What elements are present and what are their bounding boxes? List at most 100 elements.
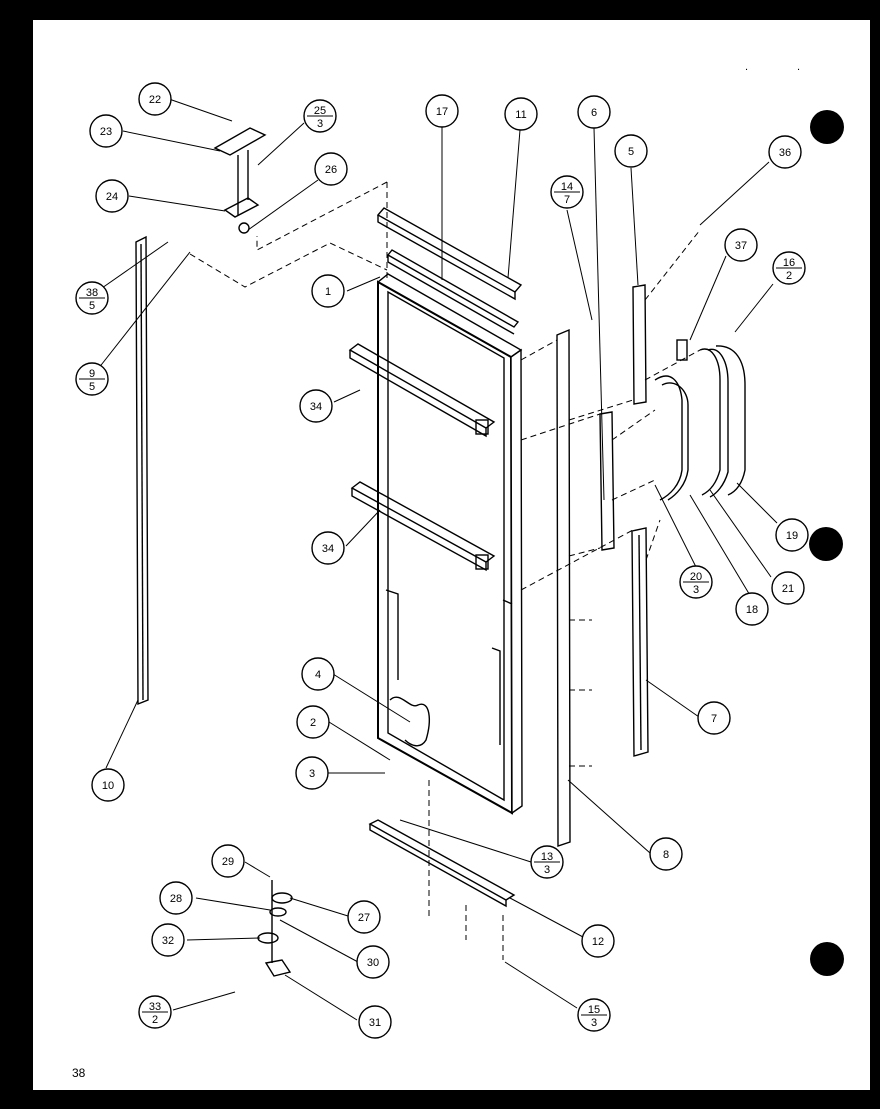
- callout-circle: [577, 95, 611, 129]
- callout-circle: [311, 531, 345, 565]
- callout-number: 23: [100, 126, 112, 138]
- page-number: 38: [72, 1066, 86, 1080]
- callout-8: 8: [649, 837, 683, 871]
- callout-number: 29: [222, 856, 234, 868]
- callout-5: 5: [614, 134, 648, 168]
- callout-denominator: 2: [786, 270, 792, 282]
- callout-denominator: 3: [693, 584, 699, 596]
- callout-33-2: 332: [138, 995, 172, 1029]
- callout-6: 6: [577, 95, 611, 129]
- callout-29: 29: [211, 844, 245, 878]
- callout-numerator: 14: [561, 181, 573, 193]
- callout-circle: [697, 701, 731, 735]
- callout-number: 21: [782, 583, 794, 595]
- callout-number: 28: [170, 893, 182, 905]
- callout-number: 31: [369, 1017, 381, 1029]
- callout-12: 12: [581, 924, 615, 958]
- callout-34: 34: [311, 531, 345, 565]
- callout-7: 7: [697, 701, 731, 735]
- top-hinge: [213, 127, 267, 234]
- registration-dot-bottom: [810, 942, 844, 976]
- callout-19: 19: [775, 518, 809, 552]
- gasket-strip: [135, 235, 149, 706]
- side-rails: [556, 284, 649, 847]
- callout-circle: [89, 114, 123, 148]
- callout-circle: [211, 844, 245, 878]
- callout-numerator: 38: [86, 287, 98, 299]
- stray-mark: .: [745, 61, 748, 73]
- leader-lines: [97, 98, 778, 1021]
- callout-17: 17: [425, 94, 459, 128]
- callout-number: 34: [322, 543, 334, 555]
- callout-14-7: 147: [550, 175, 584, 209]
- callout-numerator: 25: [314, 105, 326, 117]
- callout-20-3: 203: [679, 565, 713, 599]
- registration-dot-middle: [809, 527, 843, 561]
- callout-27: 27: [347, 900, 381, 934]
- callout-circle: [614, 134, 648, 168]
- callout-26: 26: [314, 152, 348, 186]
- callout-number: 6: [591, 107, 597, 119]
- callout-numerator: 20: [690, 571, 702, 583]
- callout-10: 10: [91, 768, 125, 802]
- registration-dot-top: [810, 110, 844, 144]
- callout-numerator: 13: [541, 851, 553, 863]
- callout-number: 34: [310, 401, 322, 413]
- callout-circle: [138, 82, 172, 116]
- callout-circle: [311, 274, 345, 308]
- callout-number: 30: [367, 957, 379, 969]
- callout-31: 31: [358, 1005, 392, 1039]
- callout-number: 3: [309, 768, 315, 780]
- callout-25-3: 253: [303, 99, 337, 133]
- callout-circle: [356, 945, 390, 979]
- callout-38-5: 385: [75, 281, 109, 315]
- callout-circle: [649, 837, 683, 871]
- door-panel: [376, 273, 523, 815]
- callout-denominator: 3: [544, 864, 550, 876]
- callout-number: 18: [746, 604, 758, 616]
- callout-circle: [301, 657, 335, 691]
- callout-circle: [295, 756, 329, 790]
- callout-circle: [358, 1005, 392, 1039]
- callout-32: 32: [151, 923, 185, 957]
- callout-numerator: 33: [149, 1001, 161, 1013]
- callout-11: 11: [504, 97, 538, 131]
- callout-circle: [771, 571, 805, 605]
- callout-24: 24: [95, 179, 129, 213]
- stray-mark: .: [797, 61, 800, 73]
- callout-number: 5: [628, 146, 634, 158]
- callout-number: 8: [663, 849, 669, 861]
- callout-number: 32: [162, 935, 174, 947]
- callout-number: 10: [102, 780, 114, 792]
- callout-circle: [299, 389, 333, 423]
- shelf-bars: [348, 343, 496, 572]
- callout-circle: [314, 152, 348, 186]
- callout-numerator: 15: [588, 1004, 600, 1016]
- parts-drawing: [135, 127, 746, 977]
- top-trim: [376, 207, 523, 335]
- callout-denominator: 5: [89, 381, 95, 393]
- callout-denominator: 3: [591, 1017, 597, 1029]
- callout-number: 26: [325, 164, 337, 176]
- callout-18: 18: [735, 592, 769, 626]
- callout-23: 23: [89, 114, 123, 148]
- bottom-trim: [368, 819, 516, 908]
- callout-number: 11: [515, 109, 526, 121]
- callout-circle: [151, 923, 185, 957]
- callout-numerator: 9: [89, 368, 95, 380]
- callout-number: 19: [786, 530, 798, 542]
- callout-16-2: 162: [772, 251, 806, 285]
- callout-number: 27: [358, 912, 370, 924]
- callout-9-5: 95: [75, 362, 109, 396]
- callout-number: 24: [106, 191, 118, 203]
- callout-1: 1: [311, 274, 345, 308]
- callout-circle: [724, 228, 758, 262]
- assembly-lines: [189, 181, 701, 960]
- callout-circle: [581, 924, 615, 958]
- callout-denominator: 5: [89, 300, 95, 312]
- callout-circle: [775, 518, 809, 552]
- callout-3: 3: [295, 756, 329, 790]
